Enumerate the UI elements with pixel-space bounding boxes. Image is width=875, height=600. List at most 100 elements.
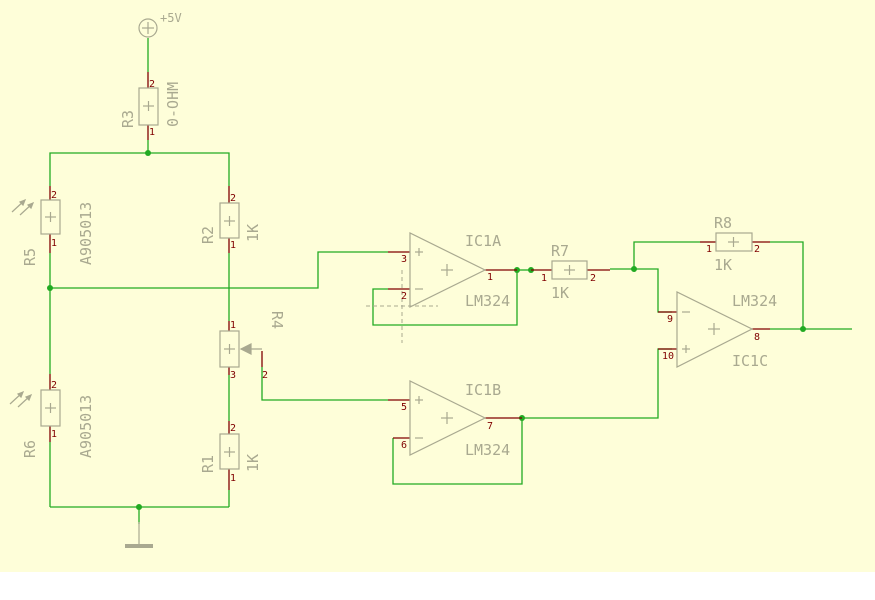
opamp-ic1a: 3 2 1 IC1A LM324 [366,232,517,343]
r5-pin1-label: 1 [51,238,57,249]
wire-ic1b-feedback [392,418,523,485]
ic1b-symbols [415,396,453,439]
r3-pin2-label: 2 [149,79,155,90]
r6-light-arrows-icon [9,390,33,408]
resistor-r2: 2 1 R2 1K [199,186,262,253]
wire-ic1a-feedback [372,270,518,326]
r7-name-label: R7 [551,242,569,260]
r6-pin2-label: 2 [51,380,57,391]
r5-body-cross [45,212,56,222]
r6-body-cross [45,403,56,413]
ic1b-pin-stubs [388,399,522,439]
r4-wiper-arrow-icon [239,343,262,355]
r8-pin2-label: 2 [754,244,760,255]
r4-pin3-label: 3 [230,370,236,381]
r1-pin2-label: 2 [230,423,236,434]
ic1b-name-label: IC1B [465,381,501,399]
ic1c-pin-out-label: 8 [754,332,760,343]
r2-body [219,202,240,239]
ic1a-part-label: LM324 [465,292,510,310]
r2-pin2-label: 2 [230,193,236,204]
ic1a-symbols [415,248,453,290]
r6-value-label: A905013 [77,395,95,458]
ic1a-body [409,232,487,308]
r5-light-arrows-icon [11,198,35,216]
ic1a-crosshair [366,270,438,343]
ground-symbol [125,522,153,548]
opamp-ic1b: 5 6 7 IC1B LM324 [388,380,522,459]
ic1b-pin-out-label: 7 [487,421,493,432]
r3-pin1-label: 1 [149,127,155,138]
resistor-r1: 2 1 R1 1K [199,421,262,490]
resistor-r7: 1 2 R7 1K [531,242,610,302]
r5-name-label: R5 [21,248,39,266]
r4-body-cross [224,344,235,354]
schematic-background [0,0,875,572]
opamp-ic1c: 9 10 8 LM324 IC1C [658,291,777,370]
ic1b-pin-plus-label: 5 [401,402,407,413]
wire-wiper-to-ic1b [261,367,388,401]
junction-bottom [136,504,142,510]
ic1a-pin-minus-label: 2 [401,291,407,302]
junction-left-mid [47,285,53,291]
ic1b-part-label: LM324 [465,441,510,459]
r7-value-label: 1K [551,284,569,302]
wire-r8-left [633,241,700,269]
r6-body [40,389,61,427]
r2-pin1-label: 1 [230,240,236,251]
wire-r8-right [770,241,804,329]
r6-name-label: R6 [21,440,39,458]
r5-body [40,199,61,235]
ic1a-name-label: IC1A [465,232,501,250]
r3-body [138,87,159,126]
r7-pin2-label: 2 [590,273,596,284]
wire-bridge-to-ic1a [50,251,388,289]
r1-name-label: R1 [199,455,217,473]
resistor-r5: 2 1 R5 A905013 [11,186,95,266]
ic1b-body [409,380,487,456]
r2-value-label: 1K [244,224,262,242]
ic1c-part-label: LM324 [732,292,777,310]
r1-body-cross [224,447,235,457]
r8-pin1-label: 1 [706,244,712,255]
r2-body-cross [224,216,235,226]
junction-top [145,150,151,156]
ic1c-pin-minus-label: 9 [667,314,673,325]
junction-r7-r8 [631,266,637,272]
r4-pin-stubs [228,321,263,375]
r3-body-cross [143,101,154,111]
r6-pin1-label: 1 [51,429,57,440]
ic1c-pin-plus-label: 10 [662,351,674,362]
r2-name-label: R2 [199,226,217,244]
resistor-r6: 2 1 R6 A905013 [9,374,95,458]
r7-body [551,260,588,280]
potentiometer-r4: 1 3 2 R4 [219,311,286,381]
r1-body [219,433,240,470]
supply-5v: +5V [138,11,182,38]
r8-name-label: R8 [714,214,732,232]
r5-value-label: A905013 [77,202,95,265]
supply-symbol [138,18,158,38]
ic1a-pin-stubs [388,251,517,290]
resistor-r3: 2 1 R3 0-OHM [119,72,182,140]
r8-body [715,232,753,252]
ic1c-pin-stubs [658,311,770,350]
r4-body [219,330,240,368]
junction-output [800,326,806,332]
r7-body-cross [564,265,575,275]
r4-pin2-label: 2 [262,370,268,381]
r8-body-cross [728,237,739,247]
ic1c-symbols [682,311,720,353]
r3-value-label: 0-OHM [164,82,182,127]
ic1a-pin-plus-label: 3 [401,254,407,265]
r5-pin2-label: 2 [51,190,57,201]
ic1c-name-label: IC1C [732,352,768,370]
r4-name-label: R4 [268,311,286,329]
resistor-r8: 1 2 R8 1K [700,214,770,274]
r7-pin1-label: 1 [541,273,547,284]
r8-value-label: 1K [714,256,732,274]
r3-name-label: R3 [119,110,137,128]
r1-value-label: 1K [244,454,262,472]
ic1b-pin-minus-label: 6 [401,440,407,451]
